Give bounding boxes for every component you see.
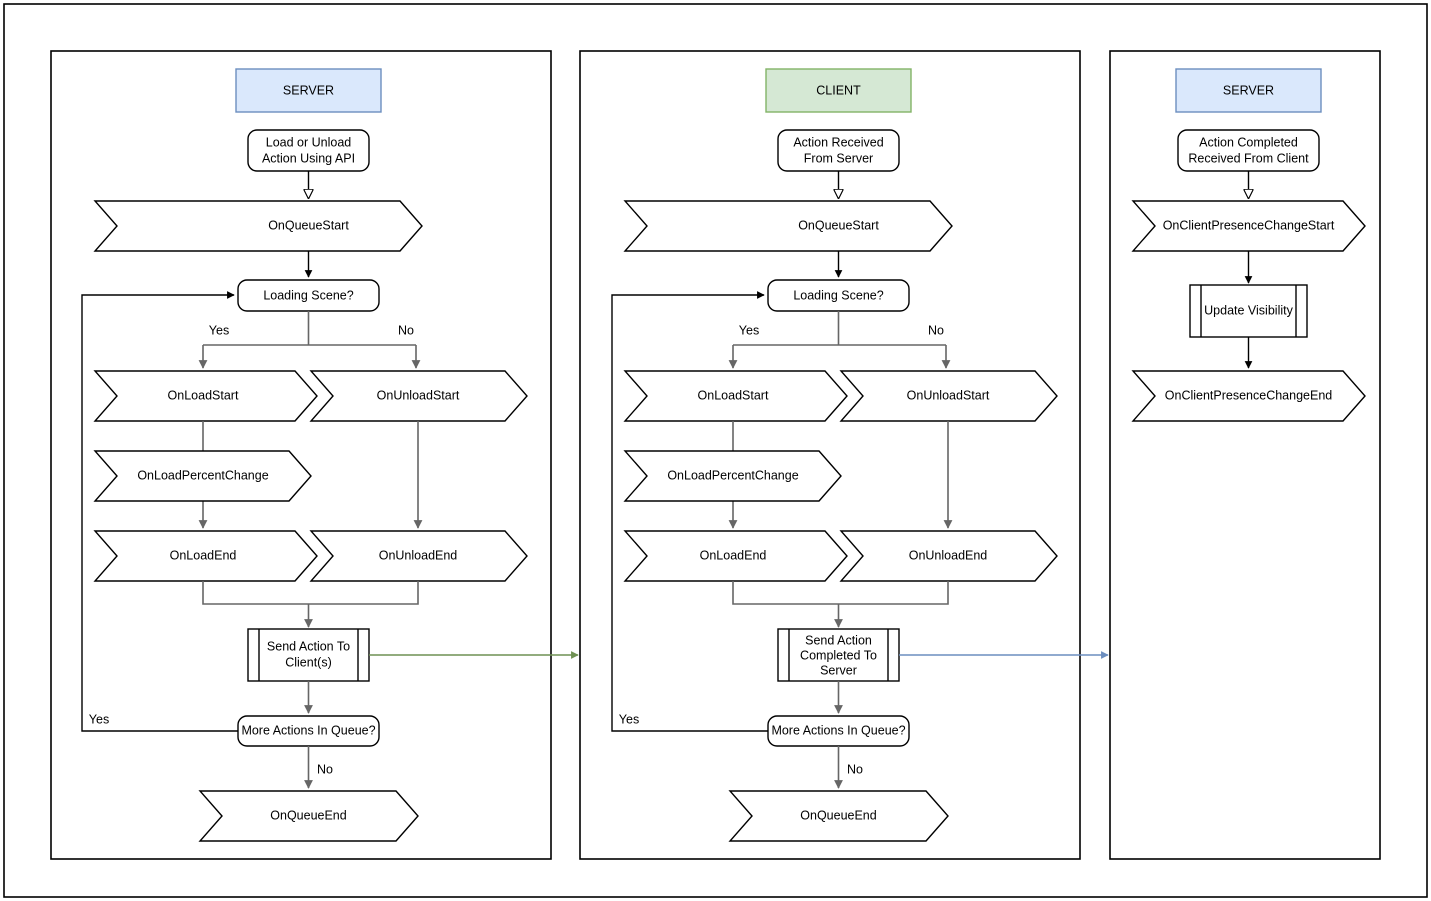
p2-onloadend-label: OnLoadEnd bbox=[700, 548, 767, 562]
p1-sendaction-shape bbox=[247, 628, 370, 682]
p1-sendaction-label-1: Send Action To bbox=[267, 639, 350, 653]
p2-onqueuestart-label: OnQueueStart bbox=[798, 218, 879, 232]
p2-sendaction-label-3: Server bbox=[820, 663, 857, 677]
p1-onunloadstart-label: OnUnloadStart bbox=[377, 388, 460, 402]
p2-yes-label-2: Yes bbox=[619, 712, 639, 726]
p2-start-label-1: Action Received bbox=[793, 135, 883, 149]
p1-no-label-2: No bbox=[317, 762, 333, 776]
p2-onunloadend-shape bbox=[839, 530, 1058, 582]
p1-onqueueend-shape bbox=[198, 790, 419, 842]
p2-onunloadstart-label: OnUnloadStart bbox=[907, 388, 990, 402]
p2-start-label-2: From Server bbox=[804, 151, 873, 165]
p2-onunloadstart-shape bbox=[839, 370, 1058, 422]
panel-header-server-right bbox=[1175, 68, 1322, 113]
p1-onloadend-shape bbox=[93, 530, 318, 582]
p1-onloadpercent-shape bbox=[93, 450, 312, 502]
p1-loadingscene-label: Loading Scene? bbox=[263, 288, 353, 302]
p1-sendaction-box bbox=[247, 628, 370, 682]
p1-onloadpercent-label: OnLoadPercentChange bbox=[137, 468, 268, 482]
p2-sendaction-shape bbox=[777, 628, 900, 682]
p1-onloadend-label: OnLoadEnd bbox=[170, 548, 237, 562]
p1-edge-loopback bbox=[81, 291, 238, 732]
p1-edge-yes-branch bbox=[203, 311, 416, 368]
p1-start-label-1: Load or Unload bbox=[266, 135, 352, 149]
p2-onloadstart-label: OnLoadStart bbox=[698, 388, 769, 402]
p2-onloadend-shape bbox=[623, 530, 848, 582]
p2-yes-label-1: Yes bbox=[739, 323, 759, 337]
panel-client-middle: CLIENT Action Received From Server OnQue… bbox=[579, 50, 1081, 860]
p2-edge-merge-bus bbox=[732, 581, 949, 605]
panel-header-client-label: CLIENT bbox=[816, 83, 861, 97]
p3-presend-label: OnClientPresenceChangeEnd bbox=[1165, 388, 1333, 402]
p2-edge-loopback bbox=[611, 291, 768, 732]
p1-onunloadend-label: OnUnloadEnd bbox=[379, 548, 458, 562]
p2-onloadpercent-label: OnLoadPercentChange bbox=[667, 468, 798, 482]
p2-onloadpercent-shape bbox=[623, 450, 842, 502]
panel-header-server-right-label: SERVER bbox=[1223, 83, 1274, 97]
p2-onloadstart-shape bbox=[623, 370, 848, 422]
p1-onunloadstart-shape bbox=[309, 370, 528, 422]
p1-onloadstart-shape bbox=[93, 370, 318, 422]
p1-onqueueend-label: OnQueueEnd bbox=[270, 808, 346, 822]
p2-loadingscene-label: Loading Scene? bbox=[793, 288, 883, 302]
p3-start-label-2: Received From Client bbox=[1188, 151, 1309, 165]
panel-server-left: SERVER Load or Unload Action Using API O… bbox=[50, 50, 552, 860]
p1-no-label-1: No bbox=[398, 323, 414, 337]
p1-onqueuestart-label: OnQueueStart bbox=[268, 218, 349, 232]
p2-onunloadend-label: OnUnloadEnd bbox=[909, 548, 988, 562]
p2-moreactions-label: More Actions In Queue? bbox=[771, 723, 905, 737]
p3-presend-shape bbox=[1131, 370, 1366, 422]
panel-server-right-frame bbox=[1109, 50, 1381, 860]
p3-start-label-1: Action Completed bbox=[1199, 135, 1298, 149]
p3-presstart-shape bbox=[1131, 200, 1366, 252]
p1-onqueuestart-shape bbox=[93, 200, 423, 252]
p2-onqueuestart-shape bbox=[623, 200, 953, 252]
panel-header-server-left-label: SERVER bbox=[283, 83, 334, 97]
p1-onloadstart-label: OnLoadStart bbox=[168, 388, 239, 402]
p2-edge-yes-branch bbox=[733, 311, 946, 368]
page-border bbox=[3, 3, 1428, 898]
p1-yes-label-2: Yes bbox=[89, 712, 109, 726]
p2-sendaction-box bbox=[777, 628, 900, 682]
p2-no-label-1: No bbox=[928, 323, 944, 337]
p2-sendaction-label-2: Completed To bbox=[800, 648, 877, 662]
p1-yes-label-1: Yes bbox=[209, 323, 229, 337]
panel-header-client bbox=[765, 68, 912, 113]
p2-no-label-2: No bbox=[847, 762, 863, 776]
p3-presstart-label: OnClientPresenceChangeStart bbox=[1163, 218, 1335, 232]
p1-sendaction-label-2: Client(s) bbox=[285, 655, 332, 669]
p1-onunloadend-shape bbox=[309, 530, 528, 582]
panel-header-server-left bbox=[235, 68, 382, 113]
p1-edge-merge-bus bbox=[202, 581, 419, 605]
p2-onqueueend-label: OnQueueEnd bbox=[800, 808, 876, 822]
p1-start-label-2: Action Using API bbox=[262, 151, 355, 165]
p1-moreactions-label: More Actions In Queue? bbox=[241, 723, 375, 737]
p3-updatevis-label: Update Visibility bbox=[1204, 303, 1293, 317]
p2-sendaction-label-1: Send Action bbox=[805, 633, 872, 647]
p2-onqueueend-shape bbox=[728, 790, 949, 842]
panel-server-right: SERVER Action Completed Received From Cl… bbox=[1109, 50, 1381, 860]
